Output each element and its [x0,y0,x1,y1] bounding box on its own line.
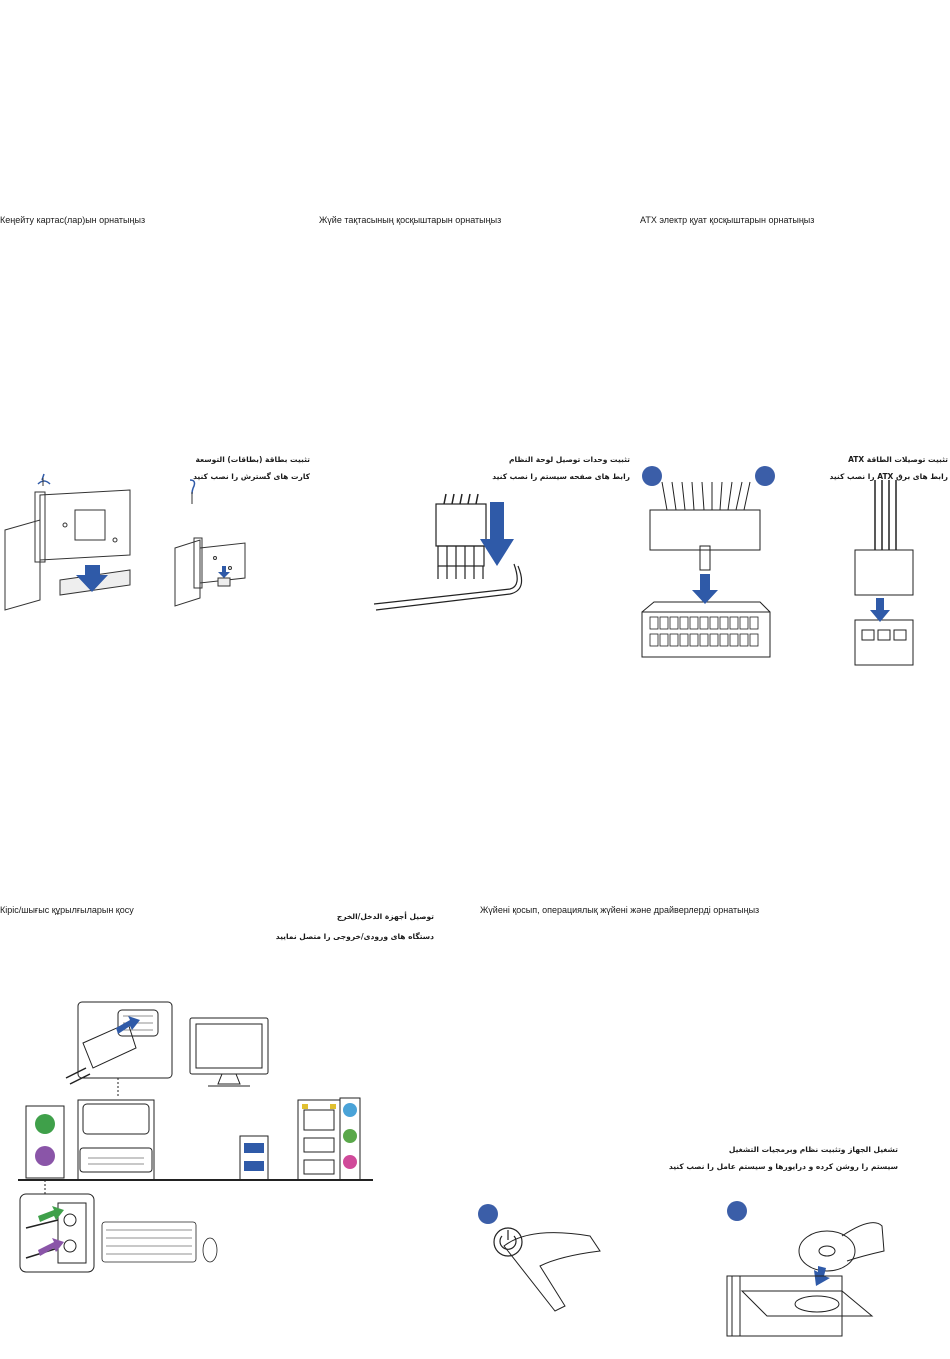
system-panel-title-ar: تثبيت وحدات توصيل لوحة النظام [509,455,630,464]
screwdriver-icon [37,473,51,486]
atx-8pin-icon [854,480,914,666]
audio-jack-icon [343,1103,357,1169]
optical-disc-icon [798,1222,885,1272]
power-on-title-ar: تشغيل الجهاز وتثبيت نظام وبرمجيات التشغي… [728,1145,898,1154]
connector-plug-icon [373,493,523,611]
expansion-card-icon [4,489,131,611]
system-panel-title-fa: رابط های صفحه سیستم را نصب کنید [492,472,630,481]
expansion-title-ar: تثبيت بطاقة (بطاقات) التوسعة [195,455,310,464]
optical-drive-illustration [726,1201,885,1337]
expansion-title-fa: کارت های گسترش را نصب کنید [193,472,310,481]
io-devices-title-kz: Кіріс/шығыс құрылғыларын қосу [0,905,134,915]
screwdriver-icon [189,479,196,504]
atx-power-title-kz: ATX электр қуат қосқыштарын орнатыңыз [640,215,815,225]
step-badge-2 [755,466,775,486]
lan-port-icon [302,1104,336,1109]
expansion-card-illustration-small [174,479,246,607]
system-panel-title-kz: Жүйе тақтасының қосқыштарын орнатыңыз [319,215,502,225]
mouse-icon [202,1237,218,1263]
usb-port-icon [244,1143,264,1171]
io-devices-title-fa: دستگاه های ورودی/خروجی را متصل نمایید [275,932,434,941]
power-on-title-kz: Жүйені қосып, операциялық жүйені және др… [480,905,760,915]
monitor-icon [189,1017,269,1087]
atx-8pin-illustration [854,480,914,666]
atx-24pin-illustration [641,466,775,658]
expansion-title-kz: Кеңейту картас(лар)ын орнатыңыз [0,215,146,225]
step-badge-1 [642,466,662,486]
vga-connector-icon [65,1001,173,1085]
power-button-icon [493,1227,523,1257]
power-on-illustration [478,1204,601,1312]
io-devices-illustration [18,1001,373,1273]
atx-24pin-icon [641,481,771,658]
keyboard-icon [101,1221,197,1263]
system-panel-connector-illustration [373,493,523,611]
step-badge-1 [478,1204,498,1224]
power-on-title-fa: سیستم را روشن کرده و درایورها و سیستم عا… [668,1162,898,1171]
atx-power-title-ar: تثبيت توصيلات الطاقة ATX [848,455,948,464]
expansion-card-illustration-large [4,473,131,611]
io-devices-title-ar: توصيل أجهزة الدخل/الخرج [336,912,434,921]
atx-power-title-fa: رابط های برق ATX را نصب کنید [829,472,948,481]
ps2-port-icon [35,1114,55,1166]
step-badge-2 [727,1201,747,1221]
